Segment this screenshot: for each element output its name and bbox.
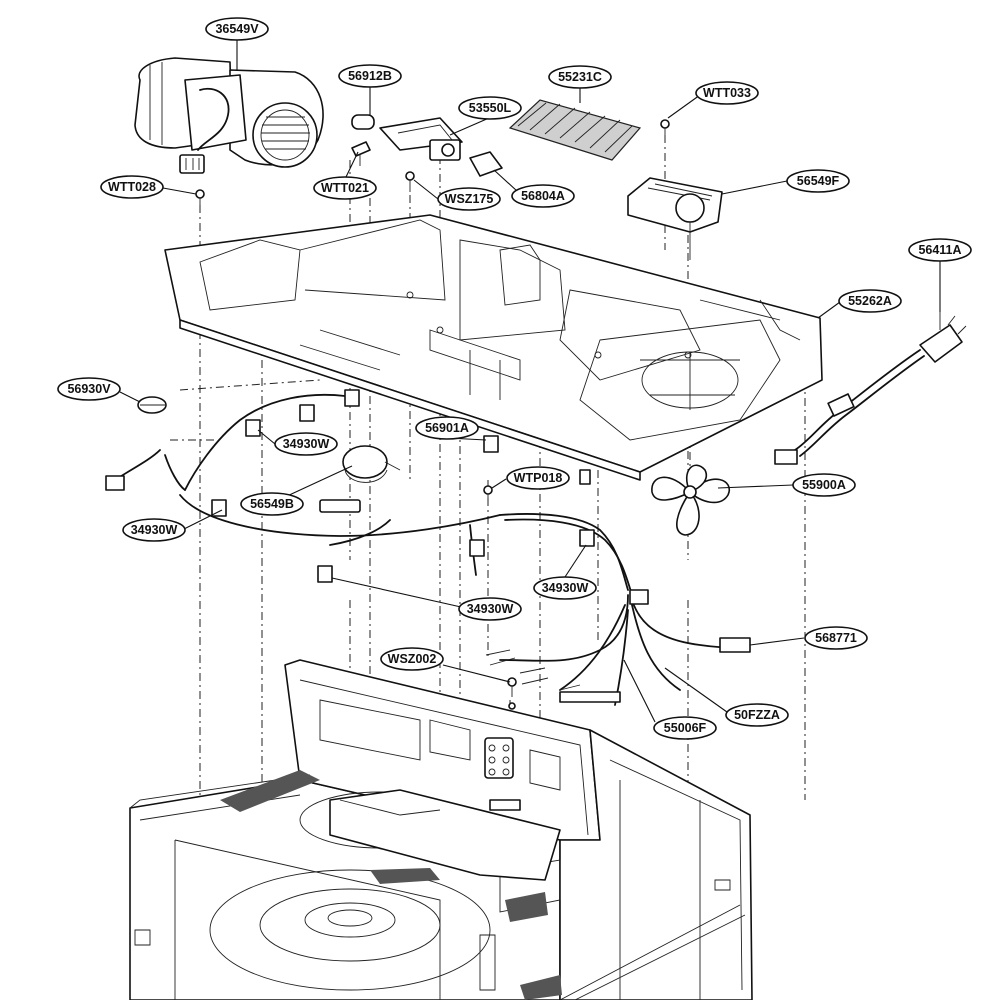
blower-motor-36549V [134, 57, 324, 174]
callout-label: 56549B [250, 497, 294, 511]
callout-label: WTP018 [514, 471, 563, 485]
damper-motor-56549F [195, 119, 723, 260]
wire-harness [105, 389, 751, 706]
callout-34930W-c: 34930W [533, 576, 597, 600]
microwave-chassis [129, 659, 753, 1000]
callout-36549V: 36549V [205, 17, 269, 41]
base-plate-55262A [164, 214, 823, 481]
callout-label: 56901A [425, 421, 469, 435]
fan-blade-55900A [651, 464, 731, 536]
callout-label: 34930W [131, 523, 178, 537]
callout-WSZ002: WSZ002 [380, 647, 444, 671]
callout-label: 55262A [848, 294, 892, 308]
callout-55006F: 55006F [653, 716, 717, 740]
callout-568771: 568771 [804, 626, 868, 650]
callout-55231C: 55231C [548, 65, 612, 89]
callout-56549B: 56549B [240, 492, 304, 516]
callout-label: 56411A [918, 243, 961, 257]
callout-label: 56912B [348, 69, 392, 83]
callout-53550L: 53550L [458, 96, 522, 120]
callout-WTT028: WTT028 [100, 175, 164, 199]
callout-label: 56549F [797, 174, 840, 188]
callout-leaders [119, 40, 941, 723]
callout-55900A: 55900A [792, 473, 856, 497]
filter-55231C [508, 99, 642, 161]
callout-label: WSZ175 [445, 192, 494, 206]
callout-label: WTT033 [703, 86, 751, 100]
callout-WTP018: WTP018 [506, 466, 570, 490]
callout-label: 36549V [215, 22, 259, 36]
callout-WTT021: WTT021 [313, 176, 377, 200]
callout-WTT033: WTT033 [695, 81, 759, 105]
callout-label: 53550L [469, 101, 512, 115]
callout-50FZZA: 50FZZA [725, 703, 789, 727]
callout-56930V: 56930V [57, 377, 121, 401]
callout-label: 55231C [558, 70, 602, 84]
callout-label: 55900A [802, 478, 846, 492]
callout-56912B: 56912B [338, 64, 402, 88]
power-cord-56411A [774, 265, 967, 465]
callout-label: WTT021 [321, 181, 369, 195]
callout-label: WSZ002 [388, 652, 437, 666]
turntable-motor-56549B [319, 445, 401, 513]
callout-label: 34930W [283, 437, 330, 451]
callout-label: 56804A [521, 189, 565, 203]
lamp-assembly [351, 114, 503, 192]
callout-55262A: 55262A [838, 289, 902, 313]
callout-56804A: 56804A [511, 184, 575, 208]
callout-34930W-d: 34930W [458, 597, 522, 621]
callout-56411A: 56411A [908, 238, 972, 262]
callout-label: 34930W [542, 581, 589, 595]
callout-56549F: 56549F [786, 169, 850, 193]
callout-label: WTT028 [108, 180, 156, 194]
callout-label: 34930W [467, 602, 514, 616]
callout-34930W-a: 34930W [274, 432, 338, 456]
thermostat-56930V [137, 396, 167, 414]
callout-56901A: 56901A [415, 416, 479, 440]
callout-label: 50FZZA [734, 708, 780, 722]
callout-label: 56930V [67, 382, 111, 396]
callout-label: 55006F [664, 721, 707, 735]
callout-label: 568771 [815, 631, 857, 645]
callout-WSZ175: WSZ175 [437, 187, 501, 211]
callout-34930W-b: 34930W [122, 518, 186, 542]
